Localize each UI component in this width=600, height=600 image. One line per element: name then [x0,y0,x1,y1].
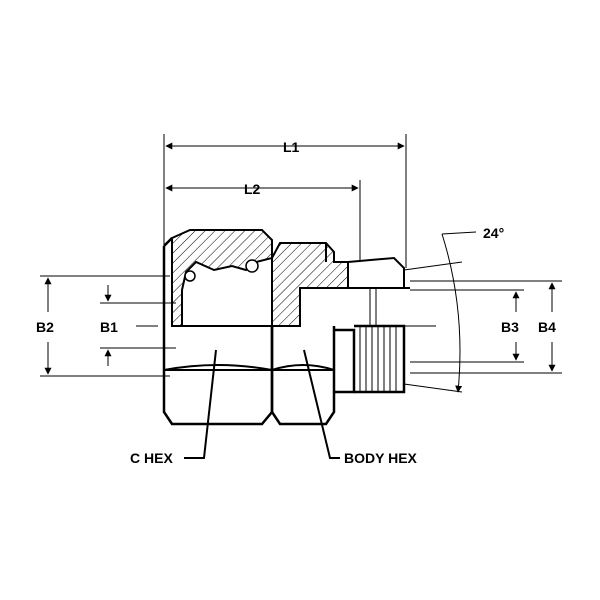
oring-detail [184,270,196,282]
thread-lines [359,288,397,392]
dimension-labels: L1 L2 B2 B1 B3 B4 24° C HEX BODY HEX [36,139,556,466]
dim-label-b4: B4 [538,319,556,335]
ball-detail [245,259,259,273]
dim-label-b3: B3 [501,319,519,335]
dim-label-angle: 24° [483,225,504,241]
fitting-outline [136,237,436,426]
section-hatch [171,229,349,327]
dim-label-l2: L2 [244,181,261,197]
dim-label-b1: B1 [100,319,118,335]
callout-body-hex: BODY HEX [344,450,418,466]
dimension-lines [40,134,562,459]
dim-label-l1: L1 [283,139,300,155]
dim-label-b2: B2 [36,319,54,335]
callout-c-hex: C HEX [130,450,173,466]
